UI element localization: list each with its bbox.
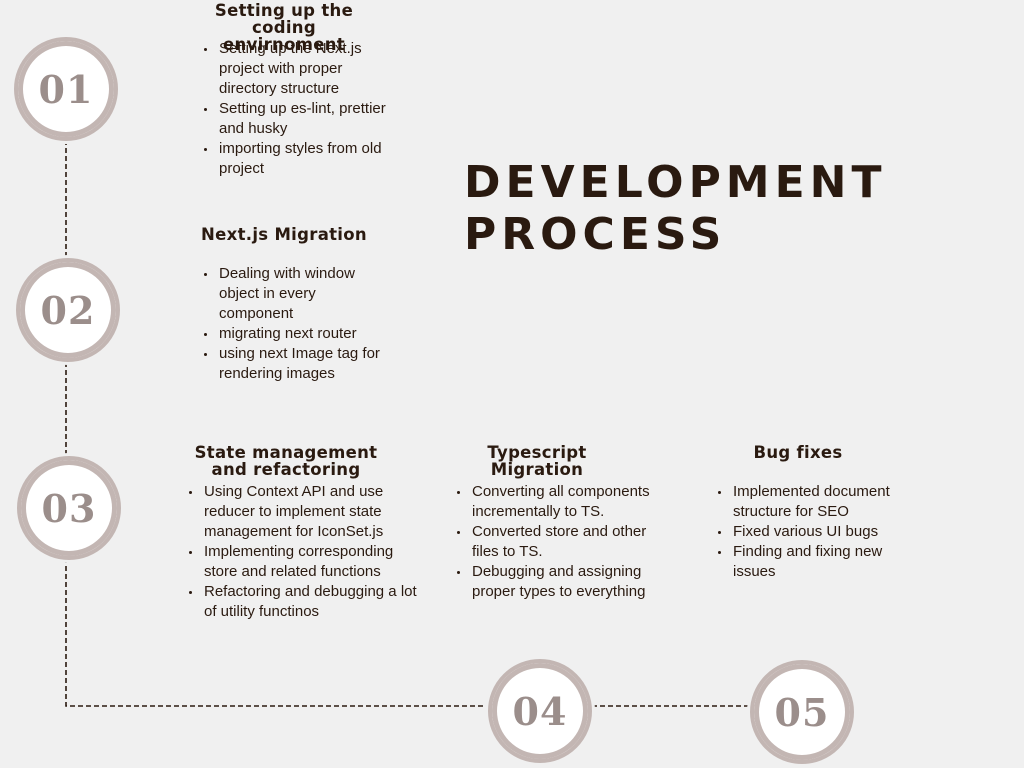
list-item: Implementing corresponding store and rel… (202, 542, 417, 582)
step-list: Implemented document structure for SEO F… (711, 482, 911, 582)
list-item: Refactoring and debugging a lot of utili… (202, 582, 417, 622)
list-item: importing styles from old project (217, 139, 392, 179)
list-item: Setting up the Next.js project with prop… (217, 39, 392, 99)
step-title: Typescript Migration (487, 443, 587, 479)
list-item: Dealing with window object in every comp… (217, 264, 392, 324)
step-title: Bug fixes (753, 443, 843, 462)
list-item: Setting up es-lint, prettier and husky (217, 99, 392, 139)
list-item: Finding and fixing new issues (731, 542, 911, 582)
step-number-circle: 03 (17, 456, 121, 560)
page-title-line2: PROCESS (464, 209, 727, 260)
step-number-circle: 02 (16, 258, 120, 362)
step-title: Setting up the coding envirnoment (214, 1, 354, 54)
step-number-circle: 05 (750, 660, 854, 764)
list-item: using next Image tag for rendering image… (217, 344, 392, 384)
step-list: Setting up the Next.js project with prop… (197, 39, 392, 179)
step-title: State management and refactoring (194, 443, 378, 479)
step-number-circle: 01 (14, 37, 118, 141)
list-item: Converted store and other files to TS. (470, 522, 655, 562)
list-item: Using Context API and use reducer to imp… (202, 482, 417, 542)
step-title: Next.js Migration (201, 225, 367, 244)
step-number-circle: 04 (488, 659, 592, 763)
page-title-line1: DEVELOPMENT (464, 157, 887, 208)
list-item: Fixed various UI bugs (731, 522, 911, 542)
list-item: Debugging and assigning proper types to … (470, 562, 655, 602)
list-item: Implemented document structure for SEO (731, 482, 911, 522)
list-item: migrating next router (217, 324, 392, 344)
page-title: DEVELOPMENT PROCESS (464, 157, 887, 261)
step-list: Converting all components incrementally … (450, 482, 655, 602)
list-item: Converting all components incrementally … (470, 482, 655, 522)
step-list: Using Context API and use reducer to imp… (182, 482, 417, 622)
step-list: Dealing with window object in every comp… (197, 264, 392, 384)
